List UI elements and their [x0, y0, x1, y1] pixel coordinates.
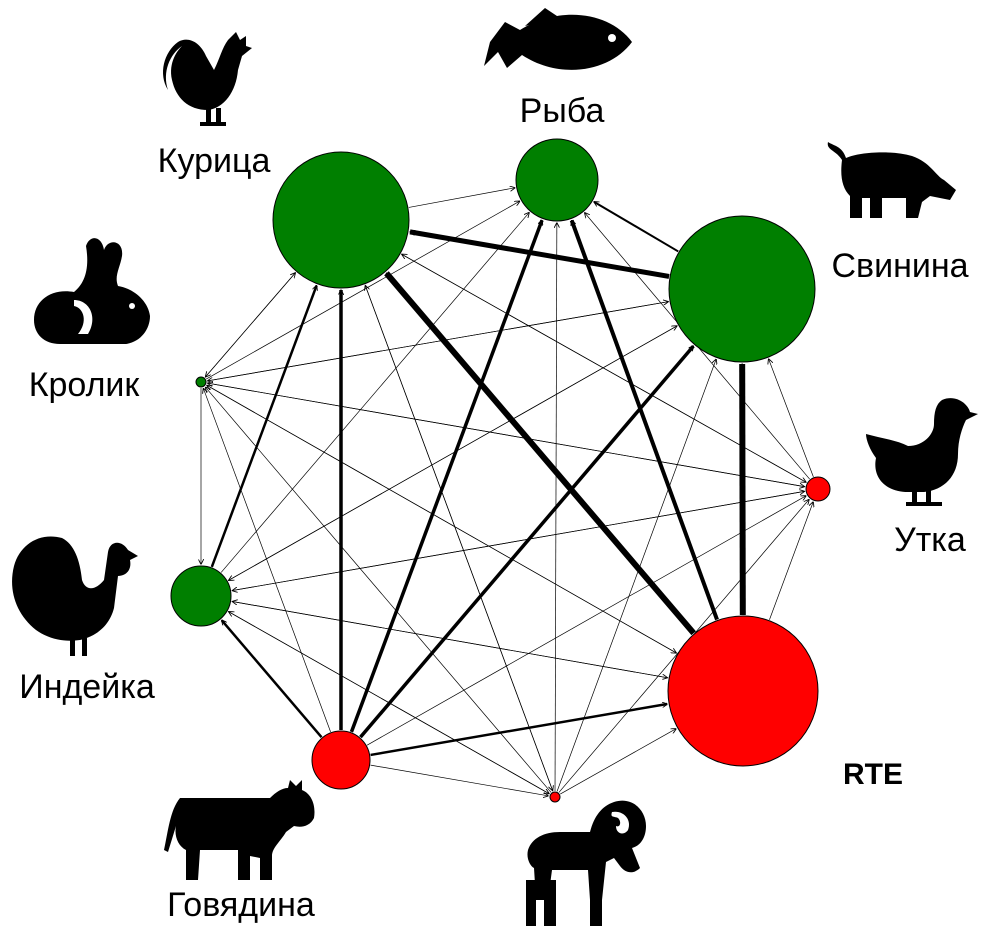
edge-beef-to-lamb [370, 764, 549, 796]
duck-icon [866, 398, 978, 506]
node-rabbit [195, 376, 207, 388]
node-chicken [272, 151, 410, 289]
edge-chicken-to-rabbit [206, 271, 297, 376]
node-duck [805, 476, 831, 502]
turkey-icon [12, 536, 138, 656]
edge-chicken-to-fish [408, 188, 515, 208]
edge-duck-to-rabbit [208, 383, 806, 488]
edge-pork-to-turkey [229, 325, 678, 581]
edge-pork-to-chicken [410, 229, 670, 279]
edge-turkey-to-fish [220, 213, 529, 573]
edge-rabbit-to-fish [206, 201, 519, 380]
pig-icon [827, 142, 956, 218]
nodes-layer [170, 138, 831, 803]
node-label-rte: RTE [843, 758, 903, 791]
edge-turkey-to-lamb [227, 611, 549, 793]
edge-beef-to-turkey [222, 620, 323, 738]
node-rte [667, 615, 819, 767]
edge-duck-to-pork [769, 359, 814, 477]
edge-lamb-to-pork [556, 359, 716, 792]
edge-lamb-to-fish [555, 223, 557, 792]
edge-chicken-to-lamb [364, 284, 553, 791]
node-label-turkey: Индейка [19, 668, 155, 706]
edge-turkey-to-rte [231, 601, 668, 677]
edge-pork-to-fish [594, 200, 679, 253]
fish-icon [484, 8, 632, 70]
node-pork [668, 215, 816, 363]
edge-rte-to-pork [739, 364, 746, 616]
edge-beef-to-fish [349, 220, 544, 733]
edge-lamb-to-rabbit [206, 387, 552, 793]
edge-beef-to-rte [370, 704, 668, 757]
node-label-pork: Свинина [831, 247, 968, 285]
rabbit-icon [34, 238, 150, 344]
edges-layer [201, 188, 813, 796]
node-label-duck: Утка [894, 521, 966, 559]
node-fish [515, 138, 599, 222]
node-lamb [549, 791, 561, 803]
ram-icon [526, 800, 646, 926]
edge-beef-to-duck [366, 496, 806, 746]
node-label-chicken: Курица [158, 142, 271, 180]
edge-beef-to-pork [359, 346, 695, 739]
edge-turkey-to-duck [231, 491, 805, 592]
rooster-icon [163, 32, 252, 126]
node-label-beef: Говядина [167, 886, 315, 924]
node-turkey [170, 565, 232, 627]
edge-rte-to-chicken [384, 271, 696, 636]
edge-rte-to-duck [769, 502, 813, 620]
edge-rte-to-rabbit [207, 385, 678, 654]
cow-icon [164, 780, 315, 880]
edge-lamb-to-rte [560, 729, 676, 795]
edge-rte-to-fish [569, 220, 719, 621]
node-label-rabbit: Кролик [29, 366, 141, 404]
edge-pork-to-rabbit [208, 301, 670, 381]
node-label-fish: Рыба [520, 92, 605, 130]
edge-beef-to-rabbit [203, 389, 331, 732]
node-beef [311, 730, 371, 790]
edge-turkey-to-chicken [210, 286, 317, 568]
